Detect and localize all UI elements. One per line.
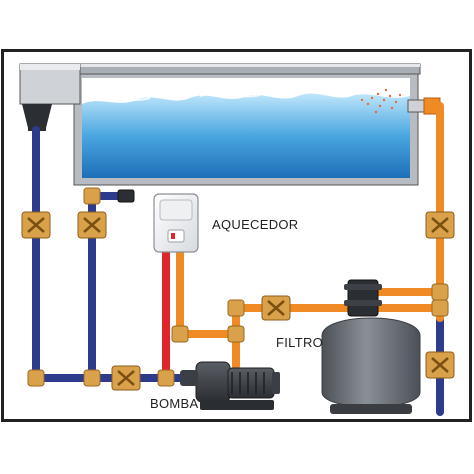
- heater-icon: [153, 193, 199, 253]
- pipe-fittings: [27, 187, 449, 387]
- valve-icon: [21, 211, 51, 239]
- return-spray: [360, 88, 402, 114]
- pump-icon: [180, 361, 280, 410]
- pool-tank: [63, 63, 421, 186]
- valve-icon: [261, 295, 291, 321]
- outer-frame: [1, 49, 472, 422]
- filter-label: FILTRO: [276, 335, 323, 350]
- valve-icon: [77, 211, 107, 239]
- skimmer-icon: [19, 63, 81, 131]
- pump-label: BOMBA: [150, 396, 198, 411]
- valve-icon: [425, 351, 455, 379]
- valve-icon: [111, 365, 141, 391]
- filter-icon: [321, 279, 421, 414]
- pool-water: [82, 93, 410, 178]
- heater-label: AQUECEDOR: [212, 217, 299, 232]
- valve-icon: [425, 211, 455, 239]
